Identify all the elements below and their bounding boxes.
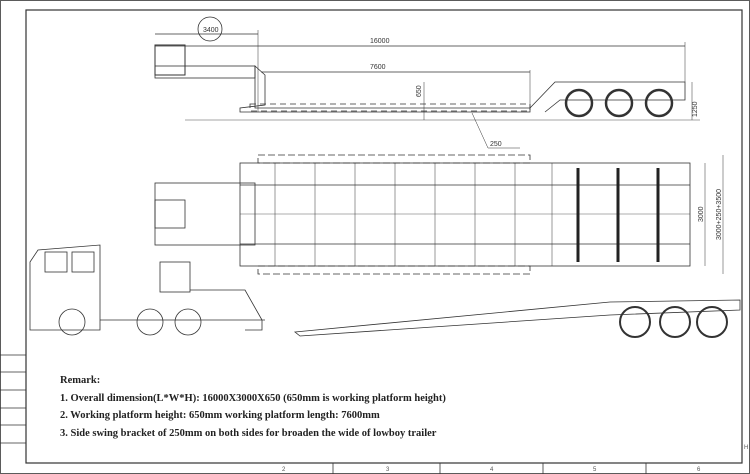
remark-item: 1. Overall dimension(L*W*H): 16000X3000X…	[60, 392, 446, 404]
inner-frame	[25, 9, 743, 464]
ruler-row: H	[744, 445, 748, 451]
dim-3000: 3000	[698, 206, 705, 222]
remark-item: 3. Side swing bracket of 250mm on both s…	[60, 427, 437, 439]
wheel	[644, 88, 674, 118]
ruler-col: 6	[697, 467, 701, 473]
dim-250: 250	[490, 141, 502, 148]
dim-1250: 1250	[692, 101, 699, 117]
left-title-strip	[0, 354, 26, 444]
wheel	[564, 88, 594, 118]
dim-16000: 16000	[370, 38, 390, 45]
bottom-ruler	[332, 463, 647, 474]
ruler-col: 2	[282, 467, 286, 473]
remarks-title: Remark:	[60, 375, 101, 386]
remarks-block: Remark: 1. Overall dimension(L*W*H): 160…	[60, 372, 446, 442]
ruler-col: 4	[490, 467, 494, 473]
tractor-view	[29, 244, 265, 336]
side-view	[154, 16, 700, 149]
deck-cross-members	[249, 103, 531, 112]
ruler-col: 3	[386, 467, 390, 473]
ruler-col: 5	[593, 467, 597, 473]
dim-650: 650	[416, 85, 423, 97]
dim-7600: 7600	[370, 64, 386, 71]
trailer-perspective-view	[293, 299, 741, 338]
dim-extended-width: 3000+250+3500	[716, 189, 723, 240]
plan-view	[154, 154, 724, 275]
remark-item: 2. Working platform height: 650mm workin…	[60, 410, 380, 421]
wheel	[604, 88, 634, 118]
dim-3400: 3400	[203, 27, 219, 34]
